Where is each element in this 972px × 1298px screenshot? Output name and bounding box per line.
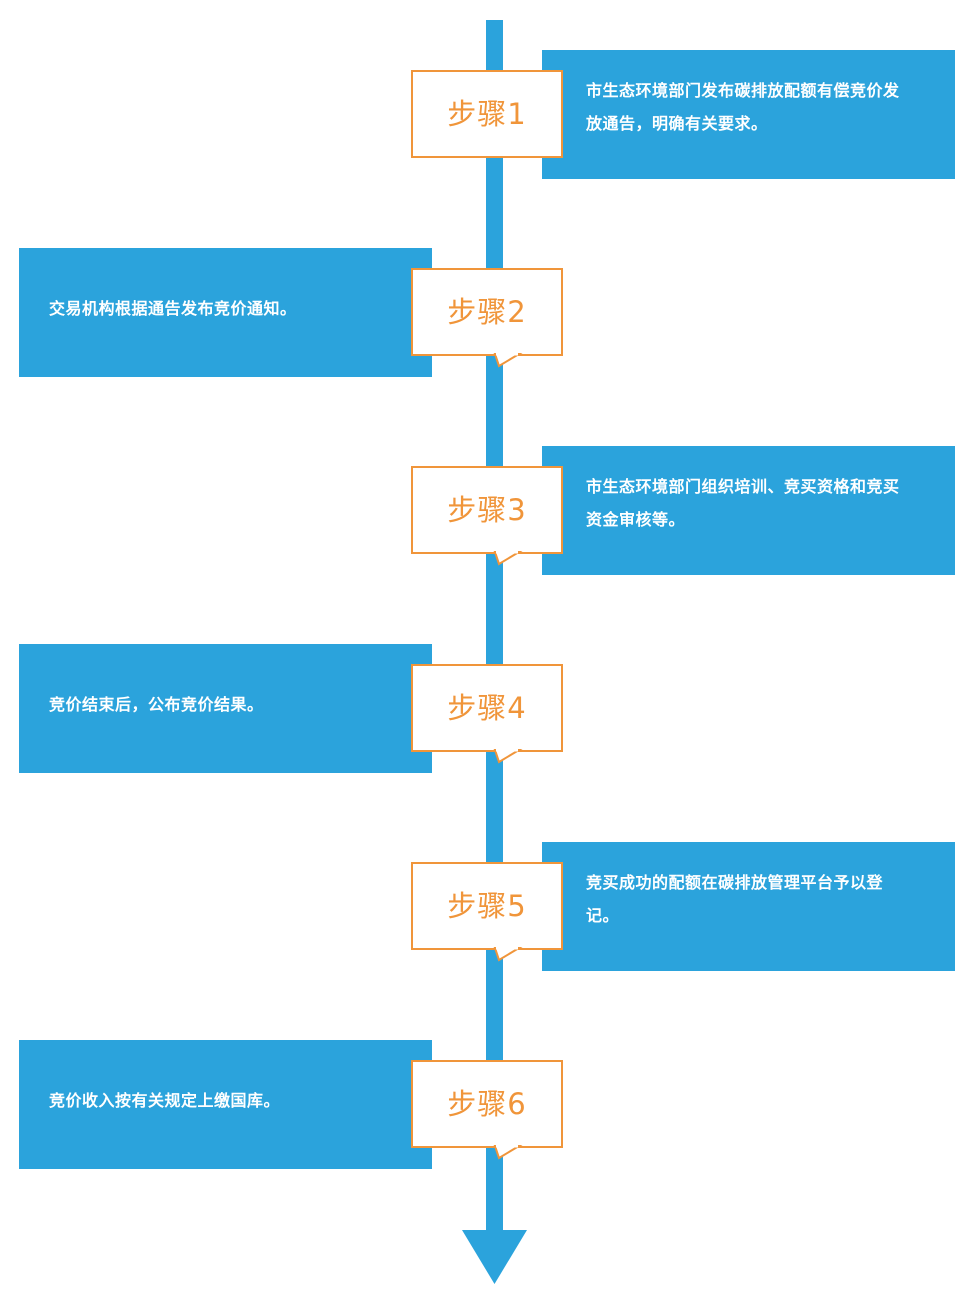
step-6-label: 步骤6: [411, 1060, 563, 1160]
arrow-head-icon: [462, 1230, 527, 1284]
step-5-label-text: 步骤5: [447, 889, 527, 923]
step-3-label-text: 步骤3: [447, 493, 527, 527]
step-3-line-1: 市生态环境部门组织培训、竞买资格和竞买: [586, 477, 900, 496]
step-5-line-2: 记。: [586, 906, 620, 925]
step-1-label: 步骤1: [411, 70, 563, 170]
step-3-label: 步骤3: [411, 466, 563, 566]
step-4-label-text: 步骤4: [447, 691, 527, 725]
step-4-label: 步骤4: [411, 664, 563, 764]
step-6-line-1: 竞价收入按有关规定上缴国库。: [49, 1091, 281, 1110]
callout-tail-icon: [493, 550, 523, 566]
step-1-description: 市生态环境部门发布碳排放配额有偿竞价发 放通告，明确有关要求。: [542, 50, 955, 179]
step-1-line-2: 放通告，明确有关要求。: [586, 114, 768, 133]
step-6-label-text: 步骤6: [447, 1087, 527, 1121]
callout-tail-icon: [493, 1144, 523, 1160]
step-4-description: 竞价结束后，公布竞价结果。: [19, 644, 432, 773]
step-1-label-text: 步骤1: [447, 97, 527, 131]
step-5-description: 竞买成功的配额在碳排放管理平台予以登 记。: [542, 842, 955, 971]
step-2-label: 步骤2: [411, 268, 563, 368]
step-1-line-1: 市生态环境部门发布碳排放配额有偿竞价发: [586, 81, 900, 100]
step-2-line-1: 交易机构根据通告发布竞价通知。: [49, 299, 297, 318]
step-3-line-2: 资金审核等。: [586, 510, 686, 529]
timeline-axis: [486, 20, 503, 1242]
step-5-line-1: 竞买成功的配额在碳排放管理平台予以登: [586, 873, 884, 892]
callout-tail-icon: [493, 748, 523, 764]
step-2-description: 交易机构根据通告发布竞价通知。: [19, 248, 432, 377]
step-3-description: 市生态环境部门组织培训、竞买资格和竞买 资金审核等。: [542, 446, 955, 575]
step-4-line-1: 竞价结束后，公布竞价结果。: [49, 695, 264, 714]
step-6-description: 竞价收入按有关规定上缴国库。: [19, 1040, 432, 1169]
callout-tail-icon: [493, 352, 523, 368]
callout-tail-icon: [493, 946, 523, 962]
step-2-label-text: 步骤2: [447, 295, 527, 329]
step-5-label: 步骤5: [411, 862, 563, 962]
